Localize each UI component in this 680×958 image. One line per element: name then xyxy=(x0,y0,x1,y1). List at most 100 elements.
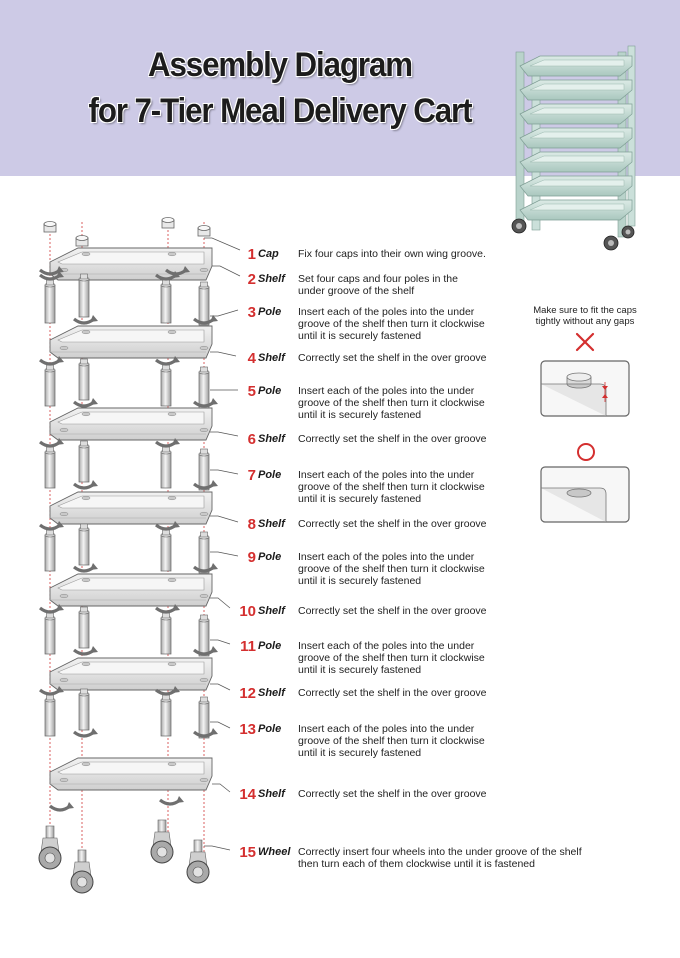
step-label: Pole xyxy=(258,551,282,563)
step-description: Insert each of the poles into the under … xyxy=(298,551,485,587)
step-number: 13 xyxy=(239,721,256,738)
step-number: 4 xyxy=(247,350,256,367)
step-number: 14 xyxy=(239,786,256,803)
rotate-arrow-icon xyxy=(39,521,64,531)
pole-icon xyxy=(160,529,172,572)
pointer-line xyxy=(204,845,231,851)
shelf-3 xyxy=(49,407,213,441)
rotate-arrow-icon xyxy=(159,796,184,806)
step-label: Pole xyxy=(258,306,282,318)
step-number: 7 xyxy=(247,467,256,484)
step-label: Pole xyxy=(258,723,282,735)
step-description: Insert each of the poles into the under … xyxy=(298,385,485,421)
pole-icon xyxy=(44,694,56,737)
pointer-line xyxy=(212,265,241,277)
rotate-arrow-icon xyxy=(193,480,218,490)
rotate-arrow-icon xyxy=(73,728,98,738)
pointer-line xyxy=(210,515,239,523)
rotate-arrow-icon xyxy=(73,646,98,656)
step-label: Wheel xyxy=(258,846,291,858)
pole-icon xyxy=(160,364,172,407)
step-number: 9 xyxy=(247,549,256,566)
pointer-lines xyxy=(204,237,241,851)
pointer-line xyxy=(210,597,231,609)
wheel-icon xyxy=(70,849,94,894)
pole-icon xyxy=(78,523,90,566)
pole-icon xyxy=(198,696,210,739)
cap-icon xyxy=(75,235,89,247)
rotate-arrow-icon xyxy=(39,686,64,696)
pole-icon xyxy=(78,273,90,318)
step-description: Correctly set the shelf in the over groo… xyxy=(298,687,487,699)
pole-icon xyxy=(198,614,210,657)
pointer-line xyxy=(210,721,231,729)
fit-caps-note: Make sure to fit the caps tightly withou… xyxy=(533,305,637,327)
step-description: Correctly set the shelf in the over groo… xyxy=(298,605,487,617)
pole-icon xyxy=(44,612,56,655)
rotate-arrow-icon xyxy=(73,563,98,573)
step-label: Shelf xyxy=(258,788,285,800)
pointer-line xyxy=(210,309,239,317)
pole-icon xyxy=(198,448,210,491)
pole-icon xyxy=(78,606,90,649)
pointer-line xyxy=(210,551,239,557)
pole-icon xyxy=(198,531,210,574)
cart-shelf xyxy=(519,175,633,197)
wheel-icon xyxy=(150,819,174,864)
step-description: Correctly insert four wheels into the un… xyxy=(298,846,582,870)
cart-illustration xyxy=(511,45,636,251)
pointer-line xyxy=(212,783,231,793)
wheel-icon xyxy=(38,825,62,870)
step-description: Insert each of the poles into the under … xyxy=(298,723,485,759)
rotate-arrow-icon xyxy=(193,563,218,573)
cart-shelf xyxy=(519,79,633,101)
shelf-6 xyxy=(49,657,213,691)
rotate-arrow-icon xyxy=(39,356,64,366)
pole-icon xyxy=(78,688,90,731)
wheel-icon xyxy=(186,839,210,884)
shelf-7 xyxy=(49,757,213,791)
step-number: 2 xyxy=(247,271,256,288)
step-number: 10 xyxy=(239,603,256,620)
pointer-line xyxy=(210,683,231,691)
step-label: Shelf xyxy=(258,352,285,364)
step-description: Insert each of the poles into the under … xyxy=(298,640,485,676)
step-description: Correctly set the shelf in the over groo… xyxy=(298,518,487,530)
shelf-1 xyxy=(49,247,213,281)
rotate-arrow-icon xyxy=(165,266,190,276)
title-line-2: for 7-Tier Meal Delivery Cart xyxy=(88,92,473,130)
pole-icon xyxy=(44,529,56,572)
parts-group xyxy=(38,247,218,894)
rotate-arrow-icon xyxy=(193,315,218,325)
step-description: Correctly set the shelf in the over groo… xyxy=(298,352,487,364)
rotate-arrow-icon xyxy=(39,604,64,614)
step-description: Set four caps and four poles in the unde… xyxy=(298,273,458,297)
wrong-detail-box xyxy=(540,360,630,417)
step-label: Pole xyxy=(258,640,282,652)
step-label: Pole xyxy=(258,469,282,481)
pole-icon xyxy=(198,366,210,409)
step-label: Pole xyxy=(258,385,282,397)
step-label: Shelf xyxy=(258,605,285,617)
step-label: Shelf xyxy=(258,273,285,285)
step-label: Shelf xyxy=(258,518,285,530)
pole-icon xyxy=(160,694,172,737)
step-number: 12 xyxy=(239,685,256,702)
pointer-line xyxy=(210,639,231,645)
rotate-arrow-icon xyxy=(39,266,64,276)
step-number: 6 xyxy=(247,431,256,448)
cap-icon xyxy=(161,217,175,229)
step-description: Insert each of the poles into the under … xyxy=(298,469,485,505)
cart-shelf xyxy=(519,55,633,77)
step-label: Shelf xyxy=(258,687,285,699)
step-number: 11 xyxy=(240,638,256,655)
cap-icon xyxy=(43,221,57,233)
pointer-line xyxy=(210,431,239,437)
step-description: Correctly set the shelf in the over groo… xyxy=(298,788,487,800)
rotate-arrow-icon xyxy=(39,271,64,281)
step-number: 5 xyxy=(247,383,256,400)
rotate-arrow-icon xyxy=(155,604,180,614)
pole-icon xyxy=(78,358,90,401)
rotate-arrow-icon xyxy=(155,521,180,531)
